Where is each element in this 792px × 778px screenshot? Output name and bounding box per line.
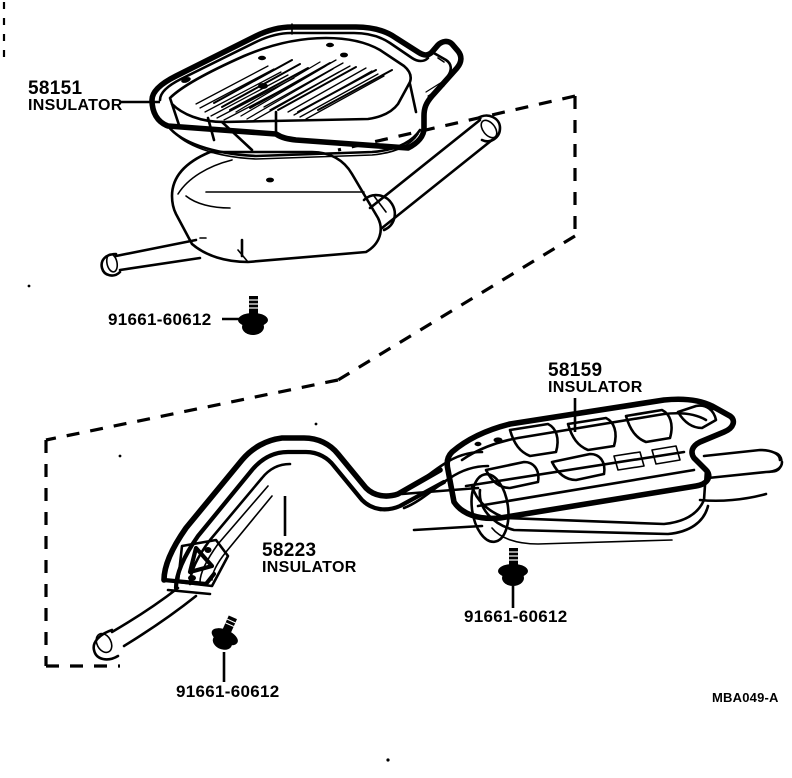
callout-58223-name: INSULATOR	[262, 559, 357, 576]
callout-58159-name: INSULATOR	[548, 379, 643, 396]
callout-bolt-upper: 91661-60612	[108, 310, 240, 329]
callout-bolt-lower-left: 91661-60612	[176, 652, 280, 701]
callout-58151: 58151 INSULATOR	[28, 78, 160, 114]
callout-bolt-lower-left-number: 91661-60612	[176, 682, 280, 701]
callout-bolt-lower-right-number: 91661-60612	[464, 607, 568, 626]
insulator-58159-graphic	[400, 396, 784, 545]
scan-artifacts	[27, 284, 390, 762]
assembly-grouping-boundary	[44, 94, 577, 668]
callout-bolt-upper-number: 91661-60612	[108, 310, 212, 329]
front-muffler-graphic	[100, 114, 502, 277]
bolt-upper-graphic	[238, 296, 268, 335]
bolt-lower-left-graphic	[211, 615, 238, 650]
insulator-58151-graphic	[149, 23, 464, 160]
insulator-58223-graphic	[92, 435, 447, 661]
sheet-code: MBA049-A	[712, 690, 779, 705]
bolt-lower-right-graphic	[498, 548, 528, 586]
callout-58159-number: 58159	[548, 360, 602, 381]
callout-bolt-lower-right: 91661-60612	[464, 586, 568, 626]
callout-58223: 58223 INSULATOR	[262, 496, 357, 576]
callout-58159: 58159 INSULATOR	[548, 360, 643, 432]
callout-58223-number: 58223	[262, 540, 316, 561]
callout-58151-name: INSULATOR	[28, 97, 123, 114]
callout-58151-number: 58151	[28, 78, 82, 99]
